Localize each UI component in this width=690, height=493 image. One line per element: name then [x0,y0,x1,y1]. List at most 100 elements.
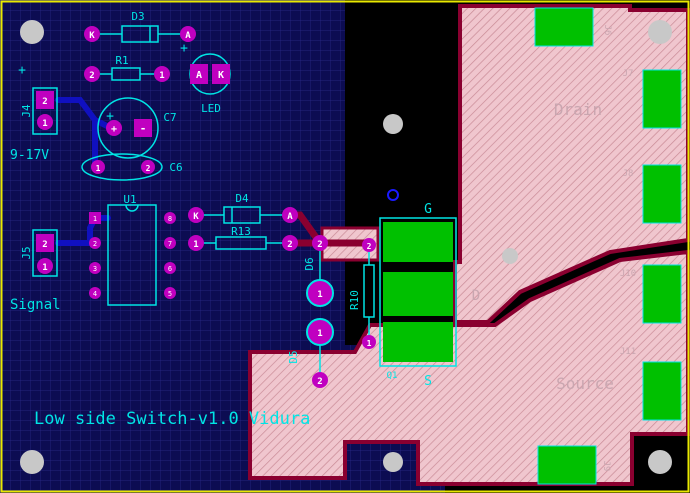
j5-pad-2[interactable] [36,234,54,252]
pad-label: 2 [317,240,322,250]
r10-designator: R10 [348,290,361,310]
q1-source-pad[interactable] [383,322,453,362]
q1-drain-pad[interactable] [383,272,453,316]
q1-footprint[interactable] [379,217,457,367]
j5-designator: J5 [20,246,33,259]
d4-pad-k[interactable] [188,207,204,223]
c7-designator: C7 [163,111,176,124]
led-pad-a[interactable] [190,64,208,84]
u1-pin-8[interactable] [164,212,176,224]
mount-hole-center [383,114,403,134]
mount-hole-bottom [383,452,403,472]
r13-pad-2[interactable] [282,235,298,251]
pad-label: 1 [193,240,198,250]
j6-designator: J6 [602,25,612,36]
j8-designator: J8 [623,169,634,179]
u1-pin-7[interactable] [164,237,176,249]
pad-label: 2 [367,242,372,251]
u1-pin-3[interactable] [89,262,101,274]
board-title: Low side Switch-v1.0 Vidura [34,409,310,429]
mount-hole-br [648,450,672,474]
supply-voltage-label: 9-17V [10,148,49,163]
pad-label: 7 [168,240,172,248]
c6-pad-2[interactable] [141,160,155,174]
drain-net-label: Drain [554,100,602,119]
j9-pad[interactable] [537,445,597,485]
pad-label: 4 [93,290,97,298]
pad-label: 1 [96,164,101,173]
q1-gate-pad[interactable] [383,222,453,262]
j10-pad[interactable] [642,264,682,324]
j5-pad-1[interactable] [37,258,53,274]
d3-pad-k[interactable] [84,26,100,42]
u1-pin-6[interactable] [164,262,176,274]
c7-pad-plus[interactable] [106,120,122,136]
u1-pin-5[interactable] [164,287,176,299]
pad-label: 1 [159,71,164,81]
pad-label: K [193,212,199,222]
u1-designator: U1 [123,193,136,206]
d5-pad-1[interactable] [306,318,334,346]
d6-designator: D6 [303,257,316,270]
q1-source-label: S [424,374,432,389]
d4-designator: D4 [235,192,249,205]
pad-label: 2 [42,97,47,107]
via-hole [502,248,518,264]
pad-label: A [196,70,202,81]
d3-pad-a[interactable] [180,26,196,42]
d4-pad-a[interactable] [282,207,298,223]
mount-hole-bl [20,450,44,474]
u1-pin-4[interactable] [89,287,101,299]
pad-label: 2 [93,240,97,248]
d5-pad-2[interactable] [312,372,328,388]
source-net-label: Source [556,374,614,393]
u1-pin-1[interactable] [89,212,101,224]
mount-hole-tl [20,20,44,44]
j11-designator: J11 [620,347,636,357]
r1-pad-2[interactable] [84,66,100,82]
j4-designator: J4 [20,104,33,118]
pad-label: 1 [42,119,47,129]
pour-text: D Drain Source J6 J7 J8 J10 J11 J9 [472,25,636,472]
j9-designator: J9 [601,461,611,472]
pad-label: K [218,70,224,81]
c6-designator: C6 [169,161,182,174]
r10-pad-1[interactable] [362,335,376,349]
silkscreen-text: D3 R1 LED + C7 + C6 J4 + 9-17V U1 D4 R13… [10,10,432,429]
j11-pad[interactable] [642,361,682,421]
pad-label: + [111,124,117,135]
d6-pad-1[interactable] [306,279,334,307]
j4-plus-mark: + [18,63,26,78]
pad-label: 1 [93,215,97,223]
pad-label: 1 [317,290,322,300]
c7-pad-minus[interactable] [134,119,152,137]
j4-pad-1[interactable] [37,114,53,130]
d5-designator: D5 [287,350,300,363]
pad-label: 5 [168,290,172,298]
r13-pad-1[interactable] [188,235,204,251]
pad-label: 2 [89,71,94,81]
j7-designator: J7 [623,69,634,79]
r13-designator: R13 [231,225,251,238]
pad-label: 1 [42,263,47,273]
d6-pad-2[interactable] [312,235,328,251]
j4-pad-2[interactable] [36,91,54,109]
r1-pad-1[interactable] [154,66,170,82]
pad-label: 2 [287,240,292,250]
q1-drain-label: D [472,288,480,304]
pad-label: 2 [146,164,151,173]
pad-label: 1 [367,339,372,348]
j6-pad[interactable] [534,7,594,47]
j10-designator: J10 [620,269,636,279]
j7-pad[interactable] [642,69,682,129]
led-pad-k[interactable] [212,64,230,84]
pad-label: 8 [168,215,172,223]
j8-pad[interactable] [642,164,682,224]
r10-pad-2[interactable] [362,238,376,252]
c6-pad-1[interactable] [91,160,105,174]
u1-pin-2[interactable] [89,237,101,249]
mounting-holes [20,20,672,474]
